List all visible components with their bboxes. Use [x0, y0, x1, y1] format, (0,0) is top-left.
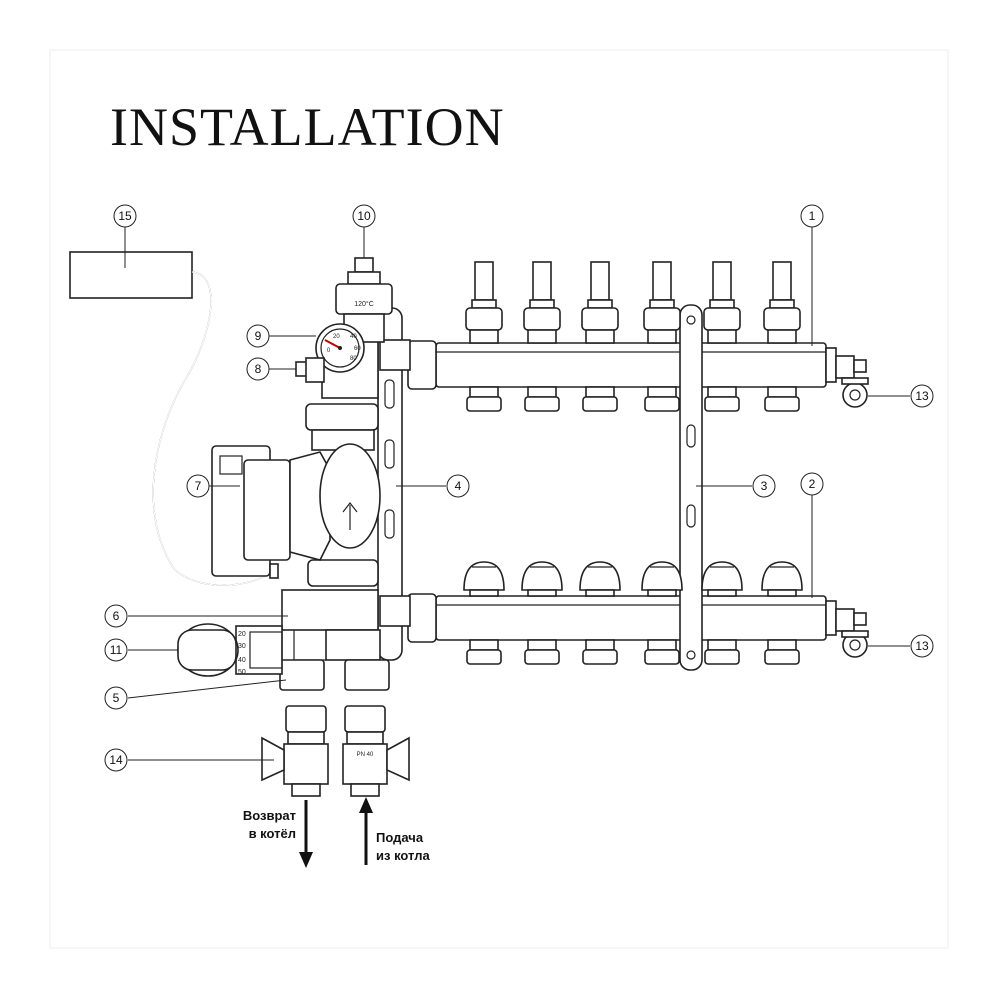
thermometer-needle — [324, 339, 341, 349]
callout-number: 8 — [255, 362, 262, 376]
return-outlets — [466, 639, 800, 665]
page-frame — [49, 49, 949, 949]
thermometer-scale-tick: 60 — [354, 346, 361, 352]
leader-lines — [124, 226, 910, 761]
callout-number: 13 — [915, 389, 929, 403]
return-outlet — [704, 639, 740, 665]
flow-meter — [581, 261, 619, 344]
return-valve-caps — [463, 561, 803, 597]
return-flow-arrow — [299, 800, 313, 868]
circulation-pump — [211, 443, 381, 579]
return-valve-cap — [701, 561, 743, 597]
flow-meter — [703, 261, 741, 344]
controller-box — [69, 251, 273, 586]
return-label-line2: в котёл — [249, 826, 296, 841]
thermometer: 20 40 60 80 0 — [315, 323, 365, 373]
callouts: 15 10 1 9 8 7 4 3 2 13 13 6 11 5 14 — [104, 204, 934, 772]
thermometer-scale-tick: 0 — [327, 348, 331, 354]
callout-number: 13 — [915, 639, 929, 653]
flow-meter — [643, 261, 681, 344]
callout-10: 10 — [352, 204, 376, 228]
return-label-line1: Возврат — [243, 808, 296, 823]
callout-15: 15 — [113, 204, 137, 228]
callout-number: 11 — [110, 643, 123, 657]
supply-outlet — [466, 386, 502, 412]
return-valve-cap — [761, 561, 803, 597]
flow-meters — [465, 261, 801, 344]
return-outlet — [644, 639, 680, 665]
callout-number: 15 — [118, 209, 132, 223]
callout-number: 4 — [455, 479, 462, 493]
callout-3: 3 — [752, 474, 776, 498]
callout-9: 9 — [246, 324, 270, 348]
return-valve-cap — [579, 561, 621, 597]
thermometer-scale-tick: 20 — [333, 334, 340, 340]
thermometer-scale-tick: 80 — [350, 356, 357, 362]
callout-number: 1 — [809, 209, 816, 223]
callout-11: 11 — [104, 638, 128, 662]
flow-meter — [465, 261, 503, 344]
valve-mark-label: PN 40 — [357, 752, 374, 758]
thermometer-scale-tick: 40 — [350, 334, 357, 340]
end-cap-top — [835, 355, 869, 408]
flow-meter — [763, 261, 801, 344]
supply-outlet — [644, 386, 680, 412]
supply-outlet — [524, 386, 560, 412]
thermo-head-scale-tick: 30 — [238, 643, 246, 650]
callout-7: 7 — [186, 474, 210, 498]
return-outlet — [524, 639, 560, 665]
return-manifold — [407, 593, 837, 643]
supply-flow-arrow — [359, 797, 373, 865]
callout-number: 14 — [109, 753, 123, 767]
thermo-head-scale-tick: 50 — [238, 669, 246, 676]
thermostatic-head: 20 30 40 50 — [177, 623, 283, 677]
supply-outlet — [704, 386, 740, 412]
safety-valve-temp-label: 120°C — [354, 300, 374, 308]
ball-valve-return — [261, 705, 329, 797]
supply-manifold — [407, 340, 837, 390]
callout-number: 10 — [357, 209, 371, 223]
supply-outlets — [466, 386, 800, 412]
manifold-bracket — [679, 304, 703, 671]
callout-number: 7 — [195, 479, 202, 493]
callout-13: 13 — [910, 634, 934, 658]
page-title: INSTALLATION — [110, 97, 505, 157]
air-vent — [295, 357, 325, 383]
supply-outlet — [764, 386, 800, 412]
callout-8: 8 — [246, 357, 270, 381]
flow-meter — [523, 261, 561, 344]
callout-13: 13 — [910, 384, 934, 408]
callout-number: 9 — [255, 329, 262, 343]
callout-4: 4 — [446, 474, 470, 498]
pump-group-bracket — [377, 307, 403, 661]
supply-outlet — [582, 386, 618, 412]
callout-number: 2 — [809, 477, 816, 491]
return-outlet — [764, 639, 800, 665]
thermo-head-scale-tick: 20 — [238, 631, 246, 638]
return-valve-cap — [521, 561, 563, 597]
callout-1: 1 — [800, 204, 824, 228]
callout-5: 5 — [104, 686, 128, 710]
return-valve-cap — [641, 561, 683, 597]
callout-6: 6 — [104, 604, 128, 628]
supply-label-line1: Подача — [376, 830, 424, 845]
return-valve-cap — [463, 561, 505, 597]
callout-number: 3 — [761, 479, 768, 493]
return-outlet — [466, 639, 502, 665]
callout-number: 6 — [113, 609, 120, 623]
ball-valve-supply: PN 40 — [342, 705, 410, 797]
callout-number: 5 — [113, 691, 120, 705]
return-outlet — [582, 639, 618, 665]
supply-label-line2: из котла — [376, 848, 430, 863]
end-cap-bottom — [835, 608, 869, 658]
callout-14: 14 — [104, 748, 128, 772]
callout-2: 2 — [800, 472, 824, 496]
pump-group-pipe — [279, 339, 411, 691]
thermo-head-scale-tick: 40 — [238, 657, 246, 664]
